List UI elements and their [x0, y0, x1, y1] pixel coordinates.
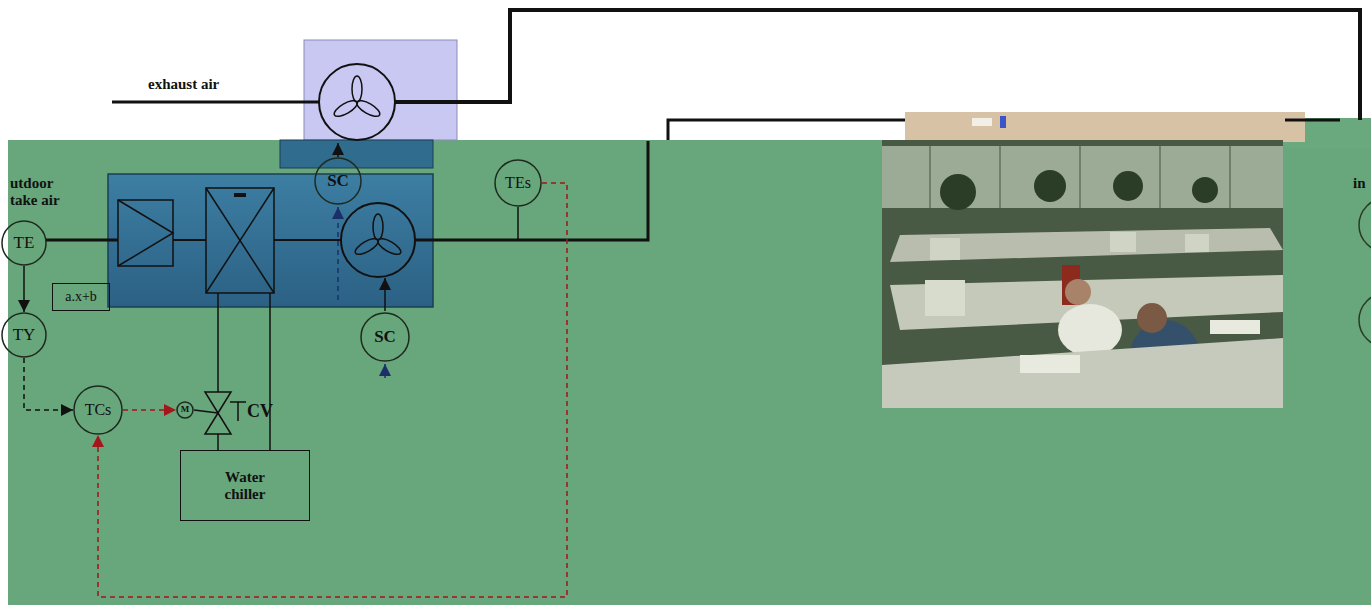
speed-controller: SC	[314, 157, 362, 205]
fan-blade	[352, 76, 362, 102]
node-text: a.x+b	[65, 289, 97, 304]
exhaust-duct	[112, 101, 319, 104]
circle-outline	[2, 313, 46, 357]
sensor-circle	[1359, 293, 1371, 347]
circle-outline	[361, 313, 409, 361]
filter-symbol	[118, 200, 173, 266]
temperature-sensor: TEs	[494, 159, 542, 207]
node-text: SC	[374, 328, 396, 347]
photo-plant	[940, 174, 976, 210]
cooling-coil	[206, 188, 274, 293]
valve-actuator	[237, 402, 239, 421]
photo-detail	[1229, 146, 1231, 208]
control-signal	[123, 409, 176, 411]
signal-arrow	[337, 143, 339, 157]
photo-person	[1137, 303, 1167, 333]
node-text: TCs	[85, 401, 112, 419]
photo-plant	[1192, 177, 1218, 203]
fan-blade	[376, 236, 404, 258]
fan-symbol	[341, 203, 415, 277]
signal-line	[23, 266, 25, 312]
photo-monitor	[925, 280, 965, 316]
valve-stem	[194, 410, 218, 413]
photo-paper	[1210, 320, 1260, 334]
photo-monitor	[1185, 234, 1209, 252]
node-text: TY	[13, 326, 36, 345]
flow-label: in	[1353, 175, 1366, 192]
cooling-coil	[206, 188, 274, 293]
photo-detail	[1079, 146, 1081, 208]
sensor-circle	[1359, 198, 1371, 252]
temperature-controller: TCs	[73, 385, 123, 435]
photo-detail	[999, 146, 1001, 208]
photo-detail	[1159, 146, 1161, 208]
housing-strip	[280, 140, 433, 168]
supply-duct	[415, 141, 648, 240]
fan-blade	[332, 98, 360, 120]
feedback-signal	[98, 183, 567, 597]
speed-controller: SC	[360, 312, 410, 362]
water-chiller: Water chiller	[180, 450, 310, 521]
filter-symbol	[118, 200, 173, 266]
fan-blade	[373, 214, 383, 240]
fan-blade	[355, 98, 383, 120]
duct-segment	[1285, 119, 1340, 122]
water-pipe	[217, 434, 219, 450]
photo-ceiling	[905, 112, 1305, 142]
photo-detail	[1000, 116, 1006, 128]
valve-label: CV	[247, 402, 273, 422]
node-text: M	[181, 405, 190, 415]
control-valve	[205, 413, 231, 434]
photo-person	[1065, 279, 1091, 305]
water-pipe	[269, 293, 271, 450]
photo-plant	[1034, 170, 1066, 202]
photo-plant	[1113, 171, 1143, 201]
valve-motor: M	[176, 401, 194, 419]
photo-monitor	[930, 238, 960, 260]
circle-outline	[495, 160, 541, 206]
flow-label: utdoor	[10, 175, 53, 192]
signal-arrow	[337, 207, 339, 300]
photo-person	[1058, 304, 1122, 356]
control-valve	[205, 392, 231, 413]
coil-mark	[234, 193, 246, 197]
return-duct	[395, 10, 1360, 120]
node-text: SC	[327, 172, 349, 191]
circle-outline	[74, 386, 122, 434]
photo-desk	[882, 338, 1283, 408]
signal-arrow	[384, 364, 386, 378]
signal-arrow	[384, 278, 386, 311]
duct-segment	[173, 239, 206, 241]
node-text: Water chiller	[213, 469, 277, 502]
office-photo	[882, 140, 1283, 408]
circle-outline	[315, 158, 361, 204]
circle-outline	[177, 402, 193, 418]
cooling-coil	[206, 188, 274, 293]
circle-outline	[2, 221, 46, 265]
intake-duct	[46, 239, 118, 242]
fan-symbol	[319, 64, 395, 140]
flow-label: take air	[10, 192, 60, 209]
duct-segment	[274, 239, 341, 241]
photo-desk	[890, 228, 1283, 262]
node-text: TE	[14, 234, 35, 253]
ground-panel	[8, 140, 1371, 605]
temperature-sensor: TE	[1, 220, 47, 266]
water-pipe	[217, 293, 219, 392]
node-text: TEs	[505, 174, 531, 192]
photo-paper	[1020, 355, 1080, 373]
sensor-stem	[517, 207, 519, 240]
fan-blade	[353, 236, 381, 258]
function-box: a.x+b	[52, 283, 110, 311]
photo-detail	[929, 146, 931, 208]
photo-detail	[972, 118, 992, 126]
flow-label: exhaust air	[148, 76, 219, 93]
transmitter-circle: TY	[1, 312, 47, 358]
signal-line	[24, 358, 73, 410]
exhaust-housing	[304, 40, 457, 140]
photo-monitor	[1110, 232, 1136, 252]
supply-duct	[668, 120, 905, 140]
